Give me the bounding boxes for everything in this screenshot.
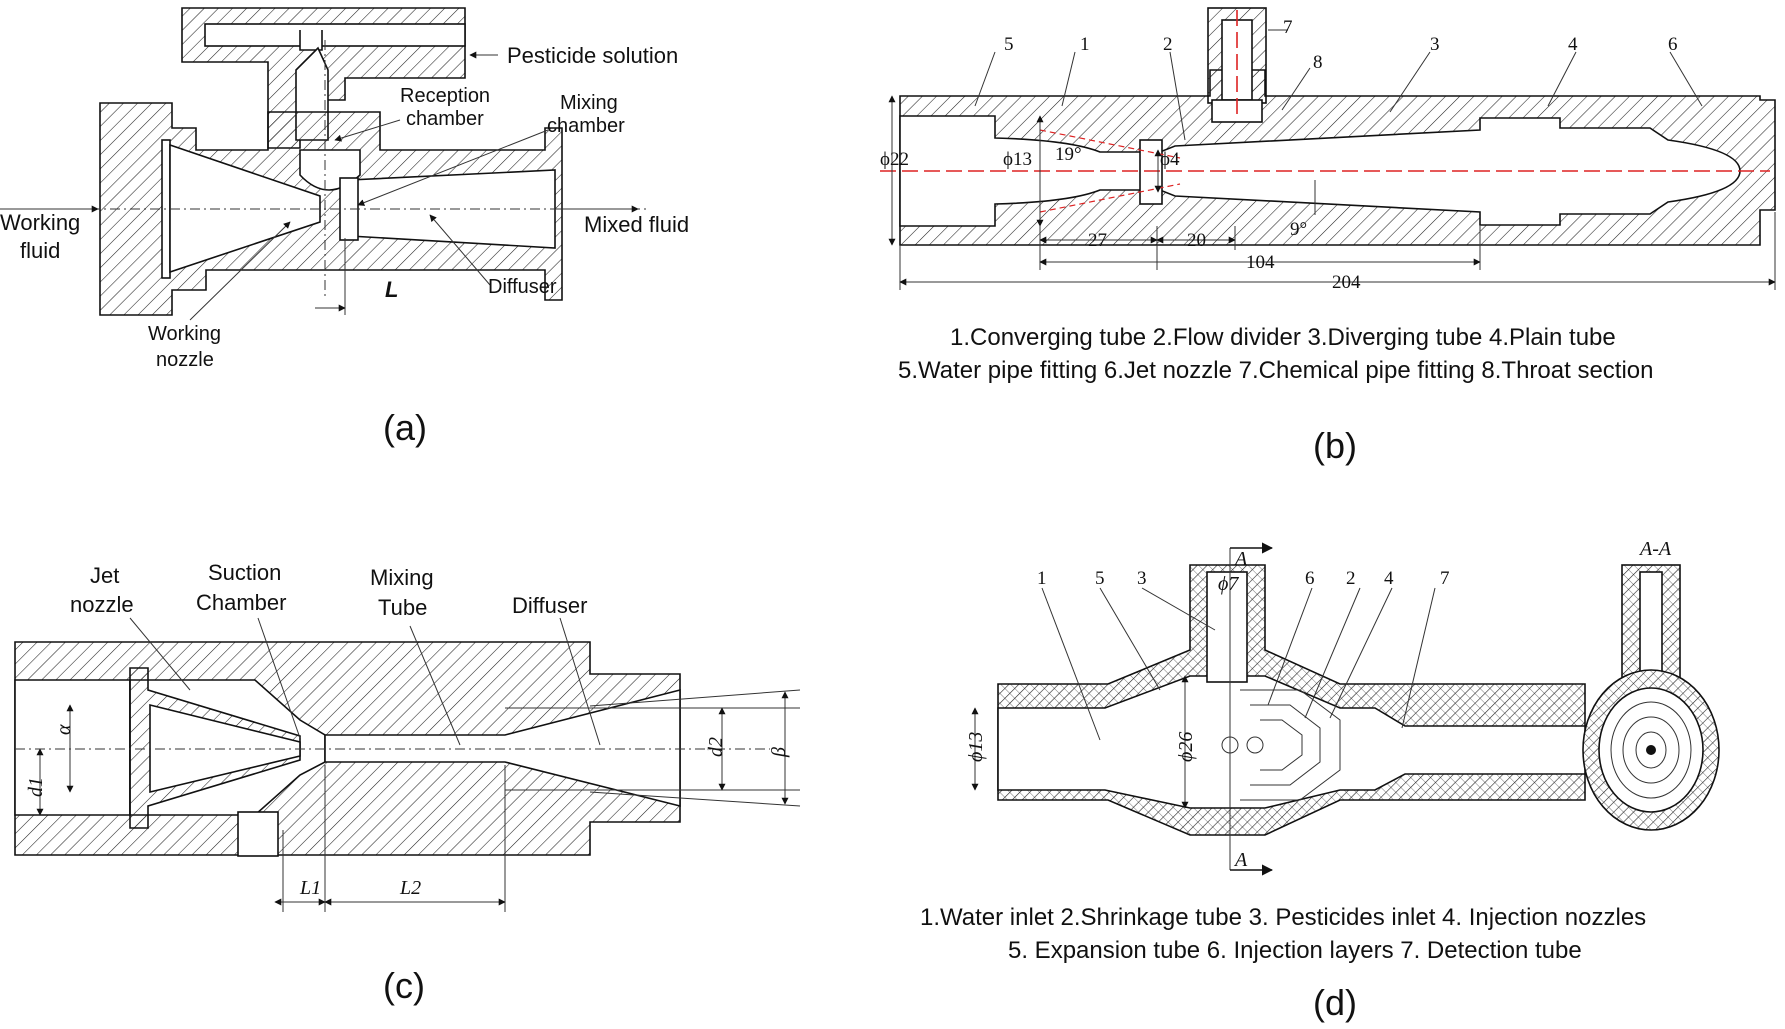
part-number-7: 7 <box>1283 17 1293 38</box>
dim-angle9: 9° <box>1290 219 1307 240</box>
legend-d-line1: 1.Water inlet 2.Shrinkage tube 3. Pestic… <box>920 904 1646 931</box>
label-jet-nozzle-2: nozzle <box>70 592 134 617</box>
label-reception-chamber-2: chamber <box>406 108 484 130</box>
part-number-leaders <box>974 29 1703 141</box>
label-working-nozzle-2: nozzle <box>156 349 214 371</box>
dim-angle19: 19° <box>1055 144 1082 165</box>
dim-d13: ϕ13 <box>1003 149 1032 170</box>
dim-L2: L2 <box>399 877 421 899</box>
dim-L1: L1 <box>299 877 321 899</box>
dim-d1: d1 <box>25 777 47 797</box>
label-mixing-chamber-2: chamber <box>547 115 625 137</box>
dim-alpha: α <box>53 724 75 735</box>
part-number-4: 4 <box>1568 34 1578 55</box>
part-number-d5: 5 <box>1095 568 1105 589</box>
part-number-5: 5 <box>1004 34 1014 55</box>
part-number-1: 1 <box>1080 34 1090 55</box>
caption-a: (a) <box>383 407 427 448</box>
part-number-d6: 6 <box>1305 568 1315 589</box>
section-mark-top: A <box>1233 548 1248 570</box>
dim-d13-d: ϕ13 <box>965 732 987 762</box>
legend-d-line2: 5. Expansion tube 6. Injection layers 7.… <box>1008 937 1582 964</box>
part-number-d4: 4 <box>1384 568 1394 589</box>
dim-d22: ϕ22 <box>880 149 909 170</box>
label-working-fluid-1: Working <box>0 210 80 235</box>
label-suction-chamber-1: Suction <box>208 560 281 585</box>
label-mixed-fluid: Mixed fluid <box>584 212 689 237</box>
label-suction-chamber-2: Chamber <box>196 590 286 615</box>
section-title: A-A <box>1638 538 1672 560</box>
label-mixing-tube-2: Tube <box>378 595 427 620</box>
flow-divider <box>1139 139 1163 205</box>
label-jet-nozzle-1: Jet <box>90 563 119 588</box>
part-number-8: 8 <box>1313 52 1323 73</box>
part-number-d3: 3 <box>1137 568 1147 589</box>
dim-len27: 27 <box>1088 230 1107 251</box>
mixing-and-diffuser-bore <box>324 688 681 808</box>
part-number-d1: 1 <box>1037 568 1047 589</box>
dim-len104: 104 <box>1246 252 1275 273</box>
dim-d2: d2 <box>705 737 727 757</box>
needle-valve <box>299 30 323 51</box>
caption-c: (c) <box>383 965 425 1006</box>
caption-b: (b) <box>1313 425 1357 466</box>
part-number-2: 2 <box>1163 34 1173 55</box>
caption-d: (d) <box>1313 982 1357 1023</box>
legend-b-line1: 1.Converging tube 2.Flow divider 3.Diver… <box>950 324 1616 351</box>
pesticide-inlet-bore <box>1206 571 1248 683</box>
label-reception-chamber-1: Reception <box>400 85 490 107</box>
dim-L: L <box>385 277 398 302</box>
dim-d26: ϕ26 <box>1175 732 1197 762</box>
dim-beta: β <box>768 747 790 758</box>
panel-c: Jet nozzle Suction Chamber Mixing Tube D… <box>14 560 801 1006</box>
label-pesticide-solution: Pesticide solution <box>507 43 678 68</box>
part-number-leaders-d <box>1041 587 1436 741</box>
panel-a: Pesticide solution Reception chamber Mix… <box>0 7 689 448</box>
part-number-d7: 7 <box>1440 568 1450 589</box>
panel-d: A A 1 5 3 6 2 4 7 ϕ7 ϕ13 ϕ26 A-A <box>920 538 1720 1023</box>
part-number-6: 6 <box>1668 34 1678 55</box>
part-number-d2: 2 <box>1346 568 1356 589</box>
label-working-nozzle-1: Working <box>148 323 221 345</box>
panel-b: 5 1 2 7 8 3 4 6 ϕ22 ϕ13 19° ϕ4 9° 27 20 … <box>880 7 1776 466</box>
dim-len20: 20 <box>1187 230 1206 251</box>
label-diffuser: Diffuser <box>488 276 557 298</box>
dim-d7: ϕ7 <box>1218 573 1239 595</box>
injection-layers <box>1221 689 1341 801</box>
label-diffuser-c: Diffuser <box>512 593 587 618</box>
label-working-fluid-2: fluid <box>20 238 60 263</box>
legend-b-line2: 5.Water pipe fitting 6.Jet nozzle 7.Chem… <box>898 357 1654 384</box>
label-mixing-chamber-1: Mixing <box>560 92 618 114</box>
part-number-3: 3 <box>1430 34 1440 55</box>
dim-len204: 204 <box>1332 272 1361 293</box>
label-mixing-tube-1: Mixing <box>370 565 434 590</box>
inlet-bore <box>204 23 466 47</box>
dim-d4: ϕ4 <box>1160 149 1180 170</box>
section-inlet-bore <box>1639 571 1663 683</box>
suction-port <box>237 811 279 857</box>
section-mark-bottom: A <box>1233 849 1248 871</box>
